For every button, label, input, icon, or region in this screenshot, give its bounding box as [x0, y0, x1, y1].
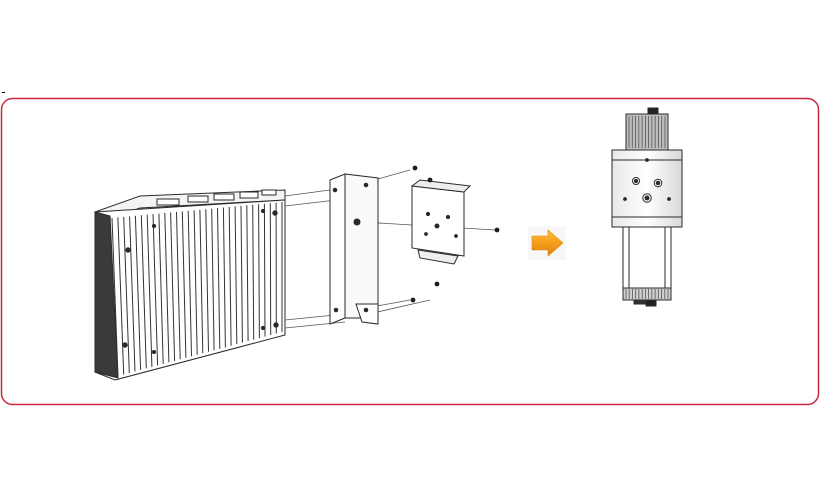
heatsink-fin: [170, 212, 176, 361]
heatsink-fin: [240, 205, 243, 343]
heatsink-fin: [199, 209, 204, 354]
heatsink-fin: [164, 212, 170, 363]
mounting-screws: [410, 165, 500, 303]
heatsink-fin: [129, 216, 136, 372]
heatsink-fin: [217, 208, 221, 349]
heatsink-fin: [158, 213, 164, 364]
heatsink-fin: [123, 216, 130, 374]
right-arrow-icon: [528, 226, 566, 260]
heatsink-fin: [234, 206, 238, 345]
chassis-screw-holes: [122, 208, 279, 355]
heatsink-fin: [263, 203, 266, 337]
heatsink-fin: [146, 214, 153, 367]
mounting-bracket: [329, 173, 379, 325]
heatsink-fin: [117, 217, 125, 375]
heatsink-fin: [152, 214, 159, 366]
corner-tick-mark: [2, 92, 5, 93]
heatsink-fin: [246, 205, 249, 342]
diagram-frame: [0, 97, 820, 406]
heatsink-fin: [228, 206, 232, 346]
heatsink-fin: [111, 217, 119, 377]
mini-pc-chassis: [94, 189, 286, 381]
heatsink-fin: [211, 208, 215, 351]
heatsink-fin: [134, 215, 142, 370]
exploded-view: [94, 165, 500, 381]
clip-screw-holes: [623, 158, 671, 203]
heatsink-fin: [187, 210, 192, 357]
heatsink-fin: [140, 215, 147, 369]
heatsink-fin: [193, 210, 198, 355]
heatsink-fin: [258, 204, 260, 339]
heatsink-fin: [181, 211, 187, 358]
din-rail-clip: [410, 179, 472, 265]
heatsink-fin: [222, 207, 226, 348]
heatsink-fin: [205, 209, 209, 352]
assembled-view: [611, 107, 683, 307]
heatsink-fin: [252, 204, 255, 340]
heatsink-fin: [176, 211, 181, 360]
